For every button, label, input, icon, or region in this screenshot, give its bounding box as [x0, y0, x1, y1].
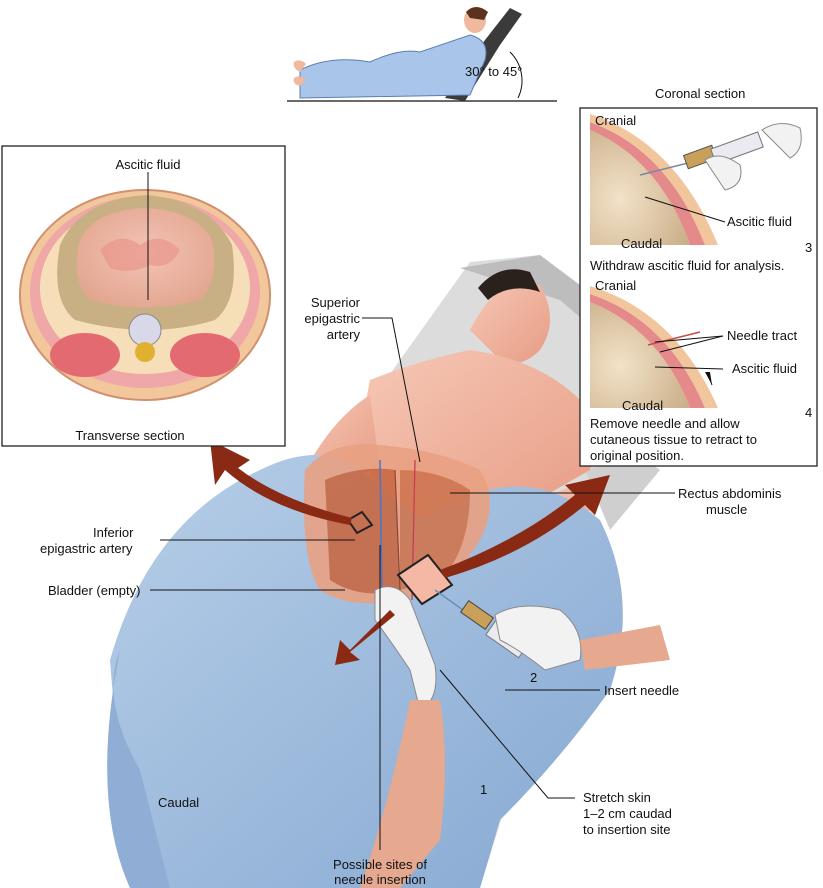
- step4-caption-line3: original position.: [590, 448, 684, 463]
- step1-number: 1: [480, 782, 488, 797]
- step4-caption-line2: cutaneous tissue to retract to: [590, 432, 757, 447]
- insert-needle-label: Insert needle: [604, 683, 680, 698]
- superior-label-line3: artery: [326, 327, 360, 342]
- caudal-label: Caudal: [158, 795, 200, 810]
- step4-cranial: Cranial: [595, 278, 637, 293]
- transverse-fluid-label: Ascitic fluid: [115, 157, 181, 172]
- leader-lines: [150, 317, 675, 850]
- coronal-panel: [579, 107, 818, 467]
- coronal-heading: Coronal section: [655, 86, 746, 101]
- step4-tract-label: Needle tract: [727, 328, 798, 343]
- step3-fluid-label: Ascitic fluid: [727, 214, 793, 229]
- inferior-label-line2: epigastric artery: [40, 541, 133, 556]
- step3-caption: Withdraw ascitic fluid for analysis.: [590, 258, 785, 273]
- superior-label-line2: epigastric: [304, 311, 360, 326]
- drape: [107, 455, 623, 888]
- stretch-label-line2: 1–2 cm caudad: [583, 806, 672, 821]
- rectus-label-line1: Rectus abdominis: [678, 486, 782, 501]
- inferior-label-line1: Inferior: [93, 525, 134, 540]
- transverse-panel: [1, 145, 286, 447]
- step3-number: 3: [805, 240, 813, 255]
- angle-label: 30° to 45°: [465, 64, 523, 79]
- step4-caption-line1: Remove needle and allow: [590, 416, 740, 431]
- stretch-label-line1: Stretch skin: [583, 790, 651, 805]
- step4-fluid-label: Ascitic fluid: [732, 361, 798, 376]
- bladder-label: Bladder (empty): [48, 583, 141, 598]
- sites-label-line2: needle insertion: [334, 872, 426, 887]
- superior-label-line1: Superior: [310, 295, 360, 310]
- step4-number: 4: [805, 405, 813, 420]
- step4-caudal: Caudal: [622, 398, 664, 413]
- step3-caudal: Caudal: [621, 236, 663, 251]
- patient-position-figure: [287, 7, 557, 102]
- sites-label-line1: Possible sites of: [333, 857, 427, 872]
- stretch-label-line3: to insertion site: [583, 822, 671, 837]
- step2-number: 2: [530, 670, 538, 685]
- step3-cranial: Cranial: [595, 113, 637, 128]
- rectus-label-line2: muscle: [706, 502, 748, 517]
- transverse-caption: Transverse section: [75, 428, 185, 443]
